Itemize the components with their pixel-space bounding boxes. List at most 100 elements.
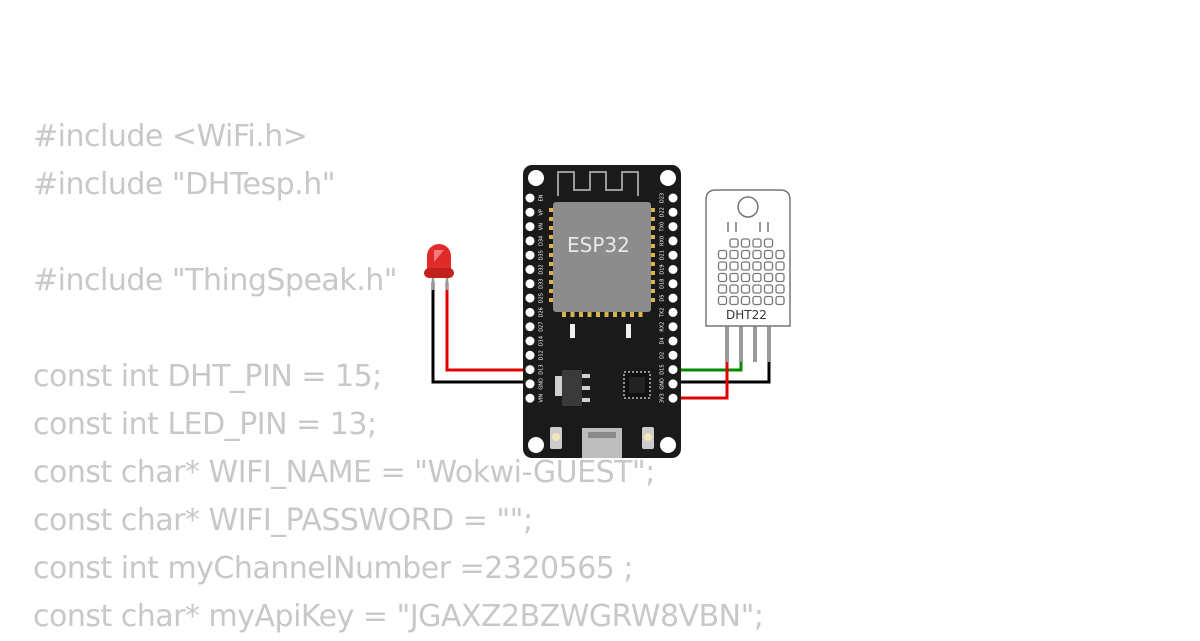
chip-pad bbox=[549, 217, 553, 221]
pin-d4[interactable] bbox=[668, 336, 678, 346]
vent-slot bbox=[752, 261, 762, 271]
pin-gnd[interactable] bbox=[525, 379, 535, 389]
pin-label: D33 bbox=[539, 279, 545, 289]
pin-label: D18 bbox=[660, 279, 666, 289]
pin-d2[interactable] bbox=[668, 350, 678, 360]
boot-button[interactable] bbox=[550, 427, 562, 449]
pin-label: VP bbox=[539, 209, 545, 215]
mount-hole bbox=[660, 437, 676, 453]
vent-slot bbox=[752, 272, 762, 283]
chip-pad bbox=[549, 226, 553, 230]
code-line: const int myChannelNumber =2320565 ; bbox=[33, 551, 634, 586]
reset-button[interactable] bbox=[642, 427, 654, 449]
chip-pad bbox=[549, 280, 553, 284]
code-line: #include "ThingSpeak.h" bbox=[33, 263, 398, 298]
pin-label: RX0 bbox=[660, 236, 666, 246]
chip-pad bbox=[651, 235, 655, 239]
chip-pad bbox=[596, 312, 600, 317]
pin-vn[interactable] bbox=[525, 222, 535, 232]
pin-d26[interactable] bbox=[525, 307, 535, 317]
pin-tx2[interactable] bbox=[668, 307, 678, 317]
chip-pad bbox=[604, 312, 609, 317]
right-pin-header: D23D22TX0RX0D21D19D18D5TX2RX2D4D2D15GND3… bbox=[660, 193, 678, 403]
pin-vin[interactable] bbox=[525, 393, 535, 403]
pin-label: 3V3 bbox=[660, 393, 666, 403]
pin-d33[interactable] bbox=[525, 279, 535, 289]
pin-tx0[interactable] bbox=[668, 222, 678, 232]
pin-d15[interactable] bbox=[668, 365, 678, 375]
chip-pad bbox=[549, 244, 553, 248]
led-highlight bbox=[434, 250, 444, 262]
mount-hole bbox=[660, 170, 676, 186]
pin-label: D35 bbox=[539, 250, 545, 260]
pin-en[interactable] bbox=[525, 193, 535, 203]
pin-label: VIN bbox=[539, 394, 545, 403]
pin-d27[interactable] bbox=[525, 322, 535, 332]
pin-gnd[interactable] bbox=[668, 379, 678, 389]
chip-pad bbox=[651, 244, 655, 248]
dht22-leg bbox=[739, 322, 743, 362]
chip-pad bbox=[651, 226, 655, 230]
chip-pad bbox=[630, 312, 634, 317]
dht22-sensor[interactable]: DHT22 bbox=[705, 189, 791, 362]
chip-pads bbox=[549, 208, 655, 317]
pin-rx2[interactable] bbox=[668, 322, 678, 332]
pin-label: D23 bbox=[660, 193, 666, 203]
red-led[interactable] bbox=[424, 244, 454, 290]
pin-vp[interactable] bbox=[525, 207, 535, 217]
vent-slot bbox=[717, 295, 728, 306]
pin-d13[interactable] bbox=[525, 365, 535, 375]
chip-pad bbox=[587, 312, 592, 317]
usb-port bbox=[582, 428, 622, 458]
pin-label: D4 bbox=[660, 337, 666, 344]
pin-label: D14 bbox=[539, 336, 545, 346]
vent-slot bbox=[729, 284, 739, 294]
pin-d21[interactable] bbox=[668, 250, 678, 260]
pin-3v3[interactable] bbox=[668, 393, 678, 403]
pin-d35[interactable] bbox=[525, 250, 535, 260]
code-line: const char* myApiKey = "JGAXZ2BZWGRW8VBN… bbox=[33, 599, 764, 634]
vent-slot bbox=[717, 261, 728, 271]
vent-slot bbox=[729, 272, 739, 283]
pin-label: D21 bbox=[660, 250, 666, 260]
chip-pad bbox=[549, 298, 553, 302]
chip-pad bbox=[621, 312, 626, 317]
pin-d5[interactable] bbox=[668, 293, 678, 303]
pin-label: D12 bbox=[539, 350, 545, 360]
pin-label: D15 bbox=[660, 364, 666, 374]
pin-d23[interactable] bbox=[668, 193, 678, 203]
pin-d22[interactable] bbox=[668, 207, 678, 217]
pin-d19[interactable] bbox=[668, 265, 678, 274]
pin-label: D32 bbox=[539, 264, 545, 274]
pin-d25[interactable] bbox=[525, 293, 535, 303]
vent-slot bbox=[752, 295, 762, 306]
pin-rx0[interactable] bbox=[668, 236, 678, 246]
code-listing: #include <WiFi.h>#include "DHTesp.h"#inc… bbox=[33, 113, 764, 641]
chip-pad bbox=[549, 208, 553, 212]
pin-label: RX2 bbox=[660, 322, 666, 332]
vent-slot bbox=[763, 261, 774, 271]
vent-slot bbox=[775, 261, 785, 271]
pin-label: D5 bbox=[660, 295, 666, 302]
dht22-mount-hole bbox=[737, 196, 759, 218]
chip-pad bbox=[549, 262, 553, 266]
pin-d32[interactable] bbox=[525, 265, 535, 274]
pin-d34[interactable] bbox=[525, 236, 535, 246]
vent-slot bbox=[729, 238, 739, 248]
vent-slot bbox=[740, 249, 751, 260]
pin-d12[interactable] bbox=[525, 350, 535, 360]
pin-label: D19 bbox=[660, 264, 666, 274]
chip-pad bbox=[651, 298, 655, 302]
vent-slot bbox=[752, 284, 762, 294]
chip-pad bbox=[613, 312, 617, 317]
dht22-leg bbox=[725, 322, 729, 362]
vent-slot bbox=[775, 249, 785, 260]
dht22-leg bbox=[753, 322, 757, 362]
vent-slot bbox=[740, 261, 751, 271]
led-rim bbox=[424, 268, 454, 278]
pin-d14[interactable] bbox=[525, 336, 535, 346]
pin-d18[interactable] bbox=[668, 279, 678, 289]
wire-dht-data-to-d15 bbox=[672, 330, 743, 372]
pin-label: D26 bbox=[539, 307, 545, 317]
